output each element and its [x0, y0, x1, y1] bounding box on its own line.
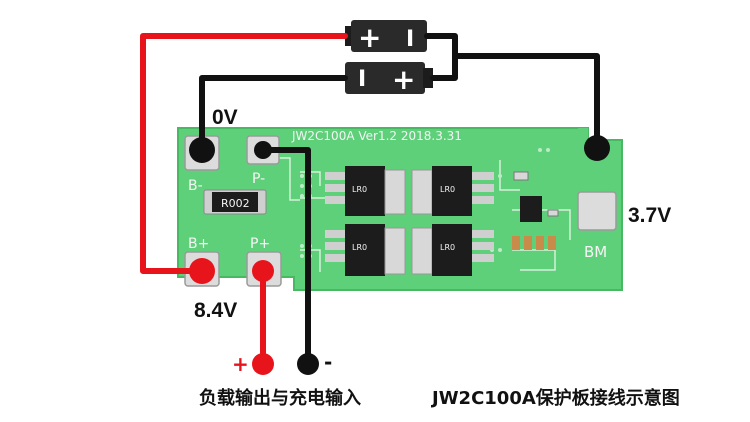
- caption-load-output-charge-input: 负载输出与充电输入: [199, 387, 361, 409]
- mosfet-label: LR0: [352, 185, 367, 194]
- battery-bottom-minus-sign: I: [358, 67, 366, 92]
- output-plus-sign: +: [232, 352, 249, 376]
- mosfet-label: LR0: [440, 243, 455, 252]
- smd-components: [512, 171, 559, 250]
- terminal-output-minus: [297, 353, 319, 375]
- board-label: JW2C100A Ver1.2 2018.3.31: [291, 129, 462, 143]
- mosfet-label: LR0: [352, 243, 367, 252]
- terminal-b-minus: [189, 137, 215, 163]
- pad-label-p-plus: P+: [250, 236, 270, 252]
- wires: [140, 33, 600, 365]
- battery-bottom-plus-sign: +: [392, 63, 415, 96]
- pcb-board: JW2C100A Ver1.2 2018.3.31 B-: [177, 127, 623, 291]
- mosfet-label: LR0: [440, 185, 455, 194]
- terminals: [189, 135, 610, 375]
- terminal-p-minus: [254, 141, 272, 159]
- label-0v: 0V: [212, 106, 238, 129]
- black-wire-output-minus: [260, 147, 311, 365]
- pad-label-bm: BM: [584, 243, 607, 261]
- pad-label-b-minus: B-: [188, 178, 203, 194]
- resistor: R002: [203, 189, 267, 215]
- pad-label-p-minus: P-: [252, 171, 265, 187]
- terminal-b-plus: [189, 258, 215, 284]
- mosfet-2: LR0: [411, 166, 494, 216]
- pcb-tab: [578, 128, 588, 140]
- output-minus-sign: -: [324, 350, 332, 374]
- battery-top: + I: [345, 20, 427, 54]
- black-wire-3-7v: [424, 33, 600, 151]
- pad-label-b-plus: B+: [188, 236, 209, 252]
- battery-bottom: I +: [345, 62, 433, 96]
- battery-top-minus-sign: I: [406, 27, 414, 52]
- label-8-4v: 8.4V: [194, 299, 237, 322]
- label-3-7v: 3.7V: [628, 204, 671, 227]
- caption-wiring-diagram-title: JW2C100A保护板接线示意图: [430, 387, 680, 409]
- mosfet-3: LR0: [325, 224, 406, 276]
- resistor-label: R002: [221, 197, 250, 210]
- black-wire-0v: [199, 75, 348, 153]
- terminal-bm: [584, 135, 610, 161]
- mosfet-4: LR0: [411, 224, 494, 276]
- terminal-output-plus: [252, 353, 274, 375]
- pad-bm: [577, 191, 617, 231]
- battery-top-plus-sign: +: [358, 21, 381, 54]
- red-wire-battery: [140, 33, 348, 274]
- mosfet-1: LR0: [325, 166, 406, 216]
- terminal-p-plus: [252, 260, 274, 282]
